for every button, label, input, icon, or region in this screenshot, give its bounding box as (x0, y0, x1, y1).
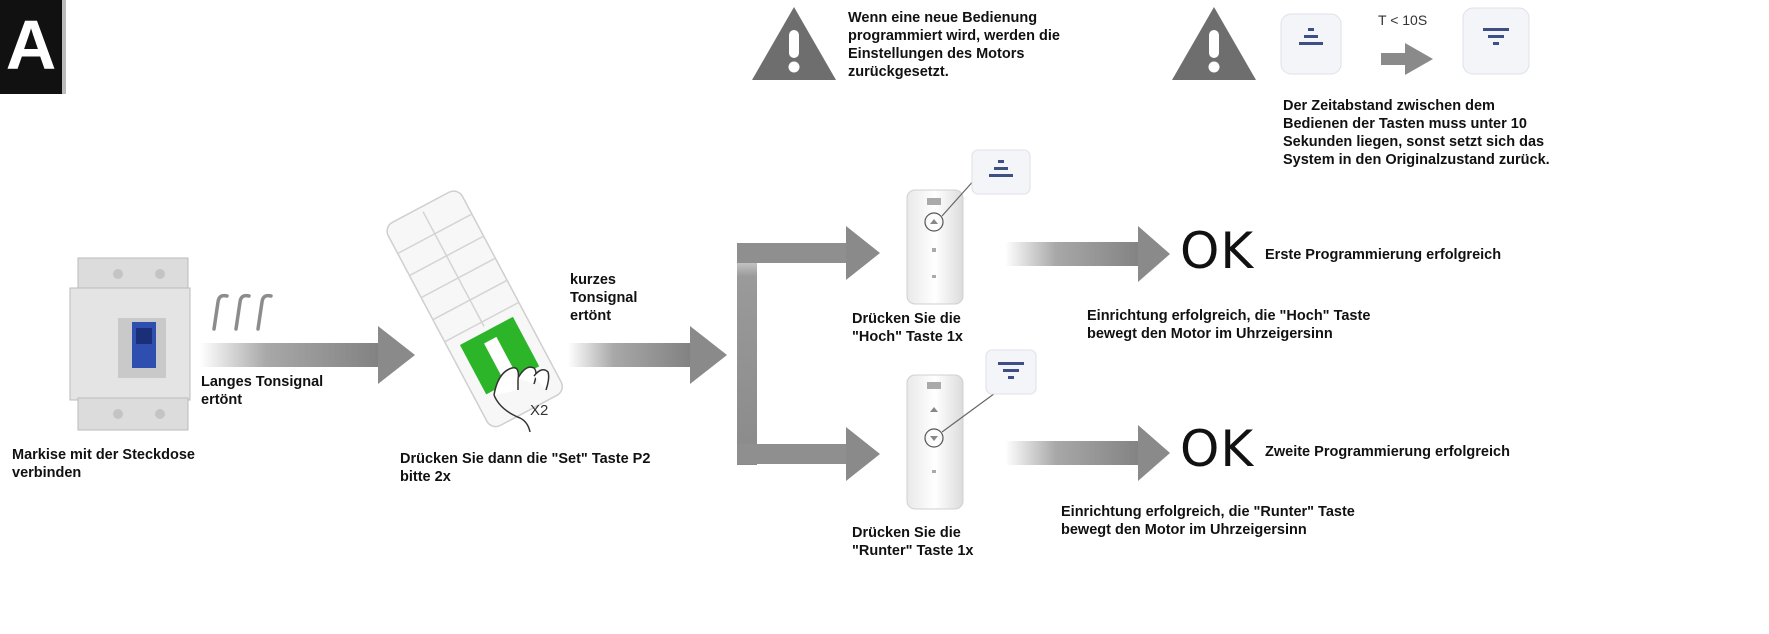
remote-control-icon (906, 374, 1003, 510)
arrow-right-icon (1381, 43, 1433, 75)
second-result-label: Zweite Programmierung erfolgreich (1265, 444, 1510, 460)
arrow-right-icon (568, 326, 727, 384)
remote-control-icon (386, 190, 563, 428)
arrow-right-icon (1005, 226, 1170, 282)
reset-warning-text: Wenn eine neue Bedienung programmiert wi… (848, 10, 1060, 80)
short-tone-label: kurzes Tonsignal ertönt (570, 272, 638, 324)
hand-icon (493, 366, 550, 433)
remote-control-icon (906, 177, 977, 305)
long-tone-label: Langes Tonsignal ertönt (201, 374, 324, 408)
arrow-right-icon (1005, 425, 1170, 481)
up-result-desc: Einrichtung erfolgreich, die "Hoch" Tast… (1087, 308, 1371, 342)
up-press-label: Drücken Sie die "Hoch" Taste 1x (852, 311, 963, 345)
up-button-icon (971, 149, 1031, 195)
ok-symbol-1: OK (1180, 222, 1255, 280)
warning-triangle-icon (752, 7, 836, 80)
connect-step-label: Markise mit der Steckdose verbinden (12, 447, 195, 481)
up-button-icon (1280, 13, 1342, 75)
music-notes-icon (212, 293, 273, 331)
timing-warning-text: Der Zeitabstand zwischen dem Bedienen de… (1283, 98, 1550, 168)
down-button-icon (1462, 7, 1530, 75)
down-button-icon (985, 349, 1037, 395)
first-result-label: Erste Programmierung erfolgreich (1265, 247, 1502, 263)
timing-label: T < 10S (1378, 12, 1428, 28)
warning-triangle-icon (1172, 7, 1256, 80)
ok-symbol-2: OK (1180, 420, 1255, 478)
arrow-right-icon (200, 326, 415, 384)
split-connector (737, 226, 880, 481)
down-result-desc: Einrichtung erfolgreich, die "Runter" Ta… (1061, 504, 1355, 538)
set-press-label: Drücken Sie dann die "Set" Taste P2 bitt… (400, 451, 651, 485)
corner-logo-letter: A (5, 6, 57, 84)
down-press-label: Drücken Sie die "Runter" Taste 1x (852, 525, 974, 559)
corner-logo-icon (0, 0, 66, 94)
press-twice-label: X2 (530, 402, 549, 419)
circuit-breaker-icon (69, 257, 191, 431)
